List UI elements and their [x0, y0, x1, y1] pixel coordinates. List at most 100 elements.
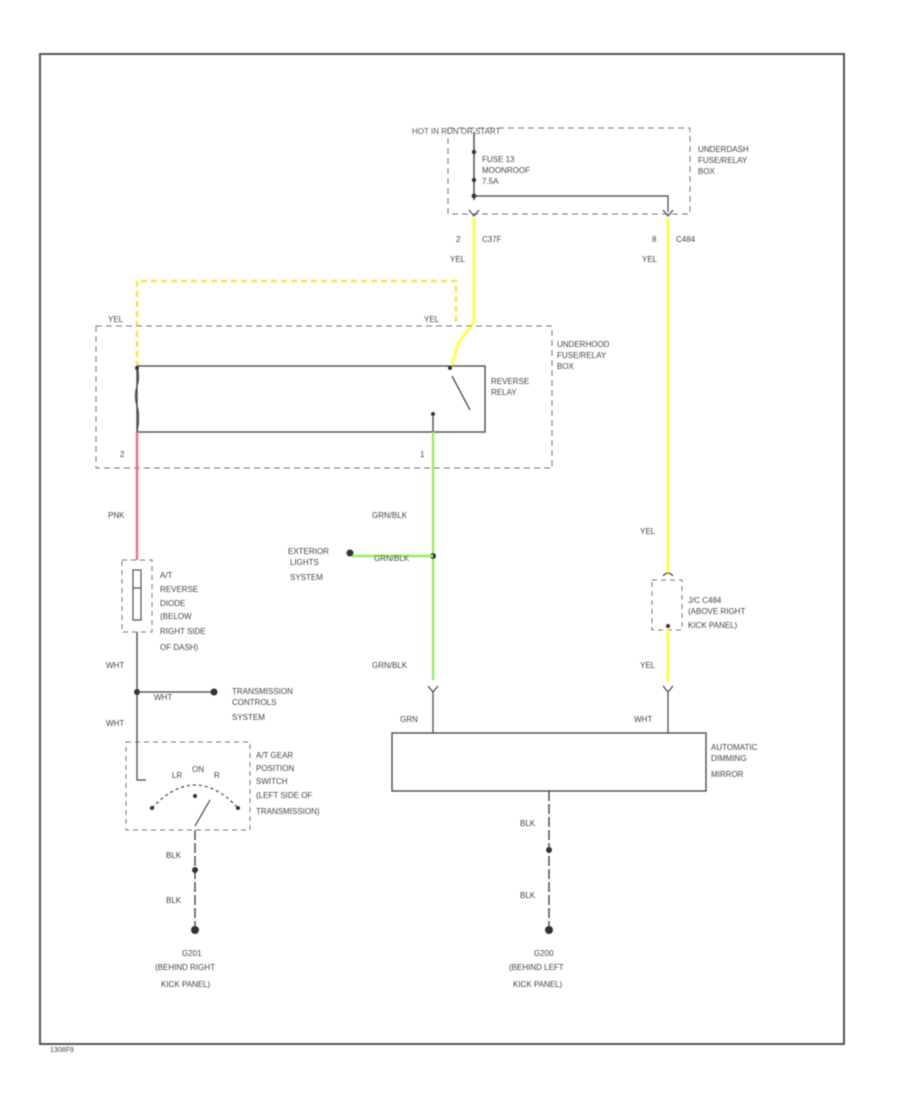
svg-text:POSITION: POSITION — [256, 764, 294, 773]
svg-text:UNDERDASH: UNDERDASH — [698, 145, 749, 154]
svg-text:G200: G200 — [534, 949, 554, 958]
jc-connector-label: J/C C484 (ABOVE RIGHT KICK PANEL) — [688, 596, 745, 630]
pin-2-label: 2 — [456, 235, 461, 244]
wire-color-grn-mirror: GRN — [400, 715, 418, 724]
exterior-lights-arrow-icon — [346, 549, 354, 557]
exterior-lights-label: EXTERIOR LIGHTS SYSTEM — [288, 547, 329, 582]
svg-text:SYSTEM: SYSTEM — [290, 573, 323, 582]
g201-label: G201 (BEHIND RIGHT KICK PANEL) — [155, 949, 215, 989]
at-reverse-diode-box — [121, 559, 153, 633]
svg-text:FUSE/RELAY: FUSE/RELAY — [557, 351, 607, 360]
wire-color-blk-2: BLK — [166, 896, 182, 905]
automatic-dimming-mirror — [391, 732, 707, 792]
g200-label: G200 (BEHIND LEFT KICK PANEL) — [509, 949, 564, 989]
svg-text:MOONROOF: MOONROOF — [482, 166, 530, 175]
svg-text:CONTROLS: CONTROLS — [232, 698, 276, 707]
fuse-header-label: HOT IN RUN OR START — [412, 127, 501, 136]
gear-wiper — [194, 799, 211, 827]
svg-text:(BEHIND LEFT: (BEHIND LEFT — [509, 963, 564, 972]
svg-text:7.5A: 7.5A — [482, 177, 499, 186]
gear-contact-right — [236, 806, 240, 810]
fuse-terminal-bottom — [471, 177, 477, 183]
svg-text:KICK PANEL): KICK PANEL) — [161, 980, 211, 989]
svg-text:TRANSMISSION): TRANSMISSION) — [256, 807, 320, 816]
wire-color-wht-3: WHT — [106, 719, 124, 728]
svg-text:REVERSE: REVERSE — [160, 585, 198, 594]
svg-text:TRANSMISSION: TRANSMISSION — [232, 687, 293, 696]
wire-color-yel-b: YEL — [642, 255, 658, 264]
svg-text:FUSE 13: FUSE 13 — [482, 155, 515, 164]
wire-color-yel-e: YEL — [640, 527, 656, 536]
svg-text:RIGHT SIDE: RIGHT SIDE — [160, 627, 206, 636]
svg-text:(BELOW: (BELOW — [160, 612, 192, 621]
wire-color-wht-mirror: WHT — [634, 715, 652, 724]
fuse-bus-wire — [474, 195, 669, 212]
relay-terminal-left-top — [135, 366, 139, 370]
svg-text:LIGHTS: LIGHTS — [290, 558, 319, 567]
svg-text:G201: G201 — [182, 949, 202, 958]
wire-color-grn-blk-3: GRN/BLK — [372, 661, 408, 670]
wire-color-blk-1: BLK — [166, 851, 182, 860]
g201-ground-icon — [191, 926, 199, 934]
svg-text:UNDERHOOD: UNDERHOOD — [557, 340, 610, 349]
svg-text:A/T: A/T — [160, 571, 173, 580]
wire-color-grn-blk-2: GRN/BLK — [374, 554, 410, 563]
diagram-frame — [39, 53, 845, 1045]
connector-c37-terminal — [468, 209, 480, 217]
connector-c484-label: C484 — [676, 235, 696, 244]
mirror-white-terminal — [662, 685, 674, 693]
jc-connector-box — [651, 579, 683, 631]
wire-color-pnk: PNK — [108, 511, 125, 520]
wire-color-wht-1: WHT — [106, 661, 124, 670]
diagram-code: 1308F9 — [50, 1047, 74, 1054]
diode-body — [132, 569, 142, 621]
pin-right-label: 1 — [420, 450, 425, 459]
g200-ground-icon — [545, 926, 553, 934]
wire-color-blk-3: BLK — [520, 819, 536, 828]
gear-letter-on: ON — [192, 765, 204, 774]
wire-color-yel-f: YEL — [640, 661, 656, 670]
wire-color-wht-2: WHT — [154, 693, 172, 702]
relay-terminal-right-top — [448, 366, 452, 370]
underhood-box-label: UNDERHOOD FUSE/RELAY BOX — [557, 340, 610, 371]
mirror-ground-splice — [546, 847, 552, 853]
underdash-fuse-box-outline — [447, 127, 691, 215]
gear-switch-wire — [136, 742, 146, 781]
connector-c37-label: C37F — [482, 235, 502, 244]
diode-label: A/T REVERSE DIODE (BELOW RIGHT SIDE OF D… — [160, 571, 206, 652]
svg-text:AUTOMATIC: AUTOMATIC — [711, 743, 758, 752]
svg-text:KICK PANEL): KICK PANEL) — [513, 980, 563, 989]
wire-color-yel-a: YEL — [450, 255, 466, 264]
pin-left-label: 2 — [120, 450, 125, 459]
underdash-box-label: UNDERDASH FUSE/RELAY BOX — [698, 145, 749, 176]
gear-contact-mid — [193, 794, 197, 798]
wire-color-yel-d: YEL — [424, 315, 440, 324]
gear-letter-r: R — [214, 771, 220, 780]
reverse-relay-label: REVERSE RELAY — [491, 377, 529, 397]
svg-text:DIMMING: DIMMING — [711, 754, 747, 763]
relay-switch-contact — [451, 375, 471, 411]
fuse-13-label: FUSE 13 MOONROOF 7.5A — [482, 155, 530, 186]
wire-color-blk-4: BLK — [520, 891, 536, 900]
jc-connector-pin — [666, 624, 670, 628]
relay-coil — [134, 365, 140, 433]
connector-c484-terminal — [662, 209, 674, 217]
wire-color-yel-c: YEL — [108, 315, 124, 324]
svg-text:BOX: BOX — [698, 167, 716, 176]
yellow-wire-relay-feed — [450, 218, 476, 367]
svg-text:KICK PANEL): KICK PANEL) — [688, 621, 738, 630]
wire-color-grn-blk-1: GRN/BLK — [372, 511, 408, 520]
gear-letter-lr: LR — [172, 771, 182, 780]
svg-text:A/T GEAR: A/T GEAR — [256, 751, 293, 760]
fuse-terminal-top — [471, 149, 477, 155]
yellow-dashed-wire — [135, 279, 458, 366]
svg-text:(LEFT SIDE OF: (LEFT SIDE OF — [256, 791, 312, 800]
underhood-fuse-box-outline — [95, 325, 553, 469]
gear-switch-box — [125, 741, 251, 831]
svg-text:RELAY: RELAY — [491, 388, 517, 397]
jc-connector-terminal-top — [662, 572, 674, 577]
svg-text:SWITCH: SWITCH — [256, 777, 288, 786]
svg-text:SYSTEM: SYSTEM — [232, 713, 265, 722]
svg-text:EXTERIOR: EXTERIOR — [288, 547, 329, 556]
